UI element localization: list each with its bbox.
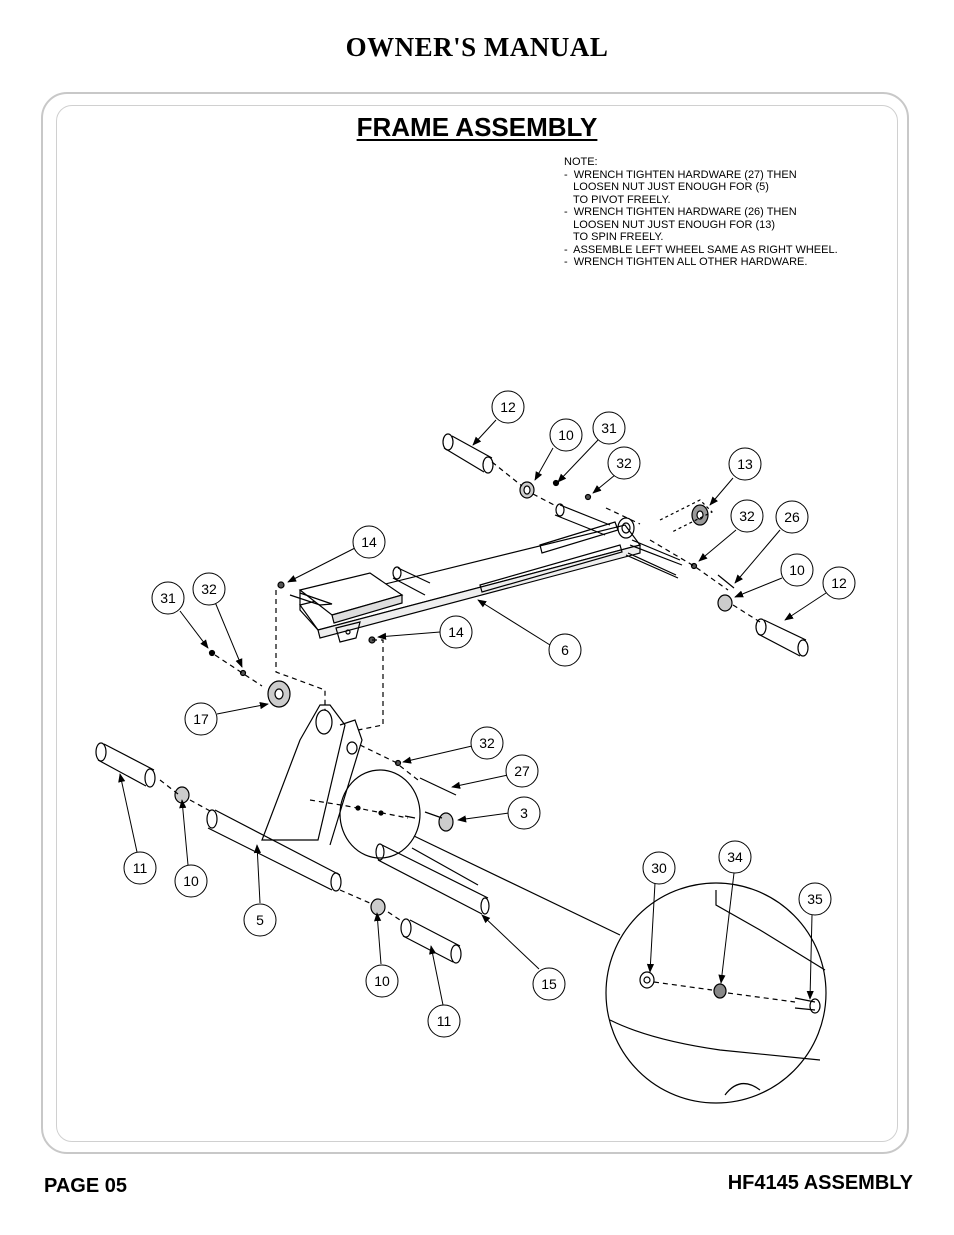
- callout-27: 27: [505, 754, 539, 788]
- wheel-guide-lines: [659, 499, 714, 533]
- page-number: PAGE 05: [44, 1175, 127, 1197]
- assembly-notes: NOTE: - WRENCH TIGHTEN HARDWARE (27) THE…: [564, 156, 894, 269]
- svg-text:10: 10: [558, 427, 574, 443]
- detail-circle-small: [339, 769, 421, 859]
- callout-leaders: [118, 419, 827, 1006]
- hardware-parts: [208, 479, 735, 796]
- svg-text:10: 10: [374, 973, 390, 989]
- svg-text:10: 10: [789, 562, 805, 578]
- callout-32: 32: [192, 572, 226, 606]
- callout-6: 6: [548, 633, 582, 667]
- callout-3: 3: [507, 796, 541, 830]
- foam-roller-front-right: [370, 898, 462, 964]
- svg-text:32: 32: [739, 508, 755, 524]
- detail-leader: [413, 835, 621, 936]
- svg-text:34: 34: [727, 849, 743, 865]
- callout-30: 30: [642, 851, 676, 885]
- callout-10: 10: [365, 964, 399, 998]
- front-leg-frame-5: [206, 704, 363, 892]
- callout-11: 11: [427, 1004, 461, 1038]
- note-line: TO SPIN FREELY.: [564, 231, 664, 243]
- callout-17: 17: [184, 702, 218, 736]
- callout-32: 32: [730, 499, 764, 533]
- model-label: HF4145 ASSEMBLY: [727, 1172, 913, 1194]
- callout-32: 32: [607, 446, 641, 480]
- note-line: - WRENCH TIGHTEN ALL OTHER HARDWARE.: [564, 256, 808, 268]
- detail-circle-large: [605, 882, 827, 1104]
- assembly-guide-lines: [159, 461, 796, 1003]
- svg-text:5: 5: [256, 912, 264, 928]
- callout-31: 31: [592, 411, 626, 445]
- svg-text:11: 11: [437, 1013, 452, 1029]
- support-tube-15: [375, 843, 490, 915]
- main-frame-rail: [289, 503, 683, 643]
- note-line: NOTE:: [564, 156, 598, 168]
- foam-roller-front-left: [95, 742, 190, 804]
- note-line: - WRENCH TIGHTEN HARDWARE (26) THEN: [564, 206, 797, 218]
- manual-title: OWNER'S MANUAL: [345, 32, 609, 62]
- note-line: - WRENCH TIGHTEN HARDWARE (27) THEN: [564, 168, 797, 181]
- svg-text:17: 17: [193, 711, 209, 727]
- part-drawings: [95, 433, 827, 1104]
- svg-text:11: 11: [133, 860, 148, 876]
- svg-text:32: 32: [479, 735, 495, 751]
- svg-text:3: 3: [520, 805, 528, 821]
- svg-text:13: 13: [737, 456, 753, 472]
- svg-text:35: 35: [807, 891, 823, 907]
- svg-text:12: 12: [831, 575, 847, 591]
- foam-roller-rear-left: [442, 433, 494, 474]
- callout-14: 14: [352, 525, 386, 559]
- callout-14: 14: [439, 615, 473, 649]
- svg-text:32: 32: [201, 581, 217, 597]
- callout-26: 26: [775, 500, 809, 534]
- callout-10: 10: [174, 864, 208, 898]
- callout-35: 35: [798, 882, 832, 916]
- pivot-disc-17: [267, 680, 291, 708]
- callout-12: 12: [491, 390, 525, 424]
- svg-text:30: 30: [651, 860, 667, 876]
- callout-13: 13: [728, 447, 762, 481]
- svg-text:31: 31: [601, 420, 617, 436]
- note-line: - ASSEMBLE LEFT WHEEL SAME AS RIGHT WHEE…: [564, 243, 838, 256]
- callout-15: 15: [532, 967, 566, 1001]
- callout-10: 10: [780, 553, 814, 587]
- foam-roller-rear-right: [755, 618, 809, 657]
- svg-text:32: 32: [616, 455, 632, 471]
- page-frame-outer: [41, 92, 909, 1154]
- page-frame-inner: [56, 105, 898, 1142]
- svg-text:12: 12: [500, 399, 516, 415]
- svg-text:15: 15: [541, 976, 557, 992]
- svg-text:10: 10: [183, 873, 199, 889]
- callout-32: 32: [470, 726, 504, 760]
- svg-text:31: 31: [160, 590, 176, 606]
- callout-11: 11: [123, 851, 157, 885]
- callout-34: 34: [718, 840, 752, 874]
- callout-5: 5: [243, 903, 277, 937]
- svg-text:26: 26: [784, 509, 800, 525]
- knob-3: [424, 811, 454, 832]
- note-line: LOOSEN NUT JUST ENOUGH FOR (13): [564, 218, 776, 231]
- note-line: TO PIVOT FREELY.: [564, 193, 671, 206]
- callout-31: 31: [151, 581, 185, 615]
- callout-10: 10: [549, 418, 583, 452]
- svg-text:14: 14: [448, 624, 464, 640]
- section-title: FRAME ASSEMBLY: [356, 112, 598, 142]
- svg-text:14: 14: [361, 534, 377, 550]
- note-line: LOOSEN NUT JUST ENOUGH FOR (5): [564, 181, 769, 193]
- callouts: 12 10 31 32 13 32 26 10 12 14 31 32 14 6…: [123, 390, 856, 1038]
- foam-roller-inner: [627, 539, 681, 576]
- svg-text:6: 6: [561, 642, 569, 658]
- callout-12: 12: [822, 566, 856, 600]
- svg-text:27: 27: [514, 763, 530, 779]
